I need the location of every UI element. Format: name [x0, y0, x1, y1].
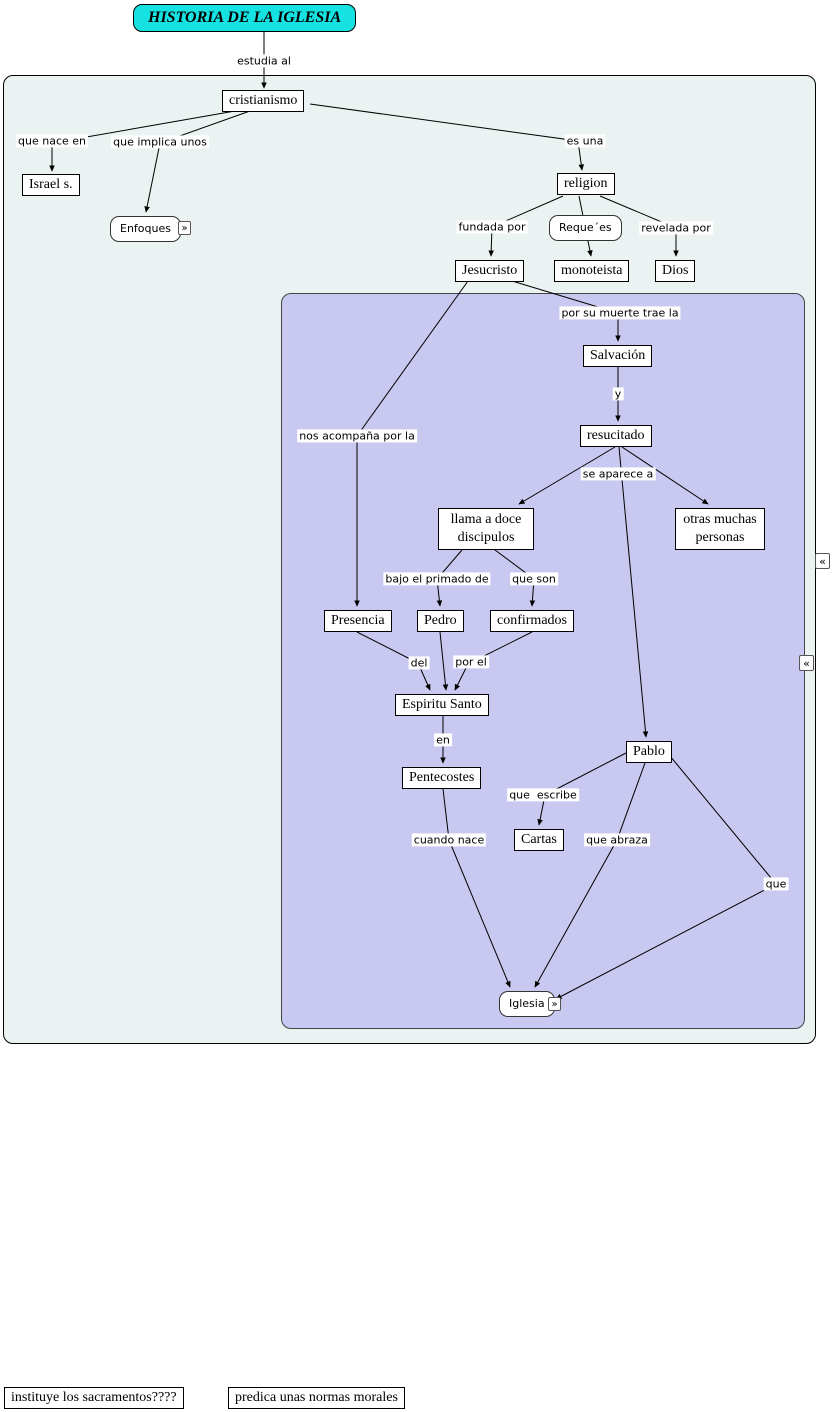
link-label-por-el: por el	[453, 655, 489, 669]
node-cristianismo[interactable]: cristianismo	[222, 90, 305, 113]
link-label-que-abraza: que abraza	[584, 833, 650, 847]
link-label-del: del	[408, 656, 430, 670]
link-label-por-su-muerte: por su muerte trae la	[559, 306, 681, 320]
node-israel[interactable]: Israel s.	[22, 174, 80, 197]
link-label-bajo-primado: bajo el primado de	[383, 572, 491, 586]
enfoques-expand-icon[interactable]: »	[178, 221, 191, 235]
outer-collapse-icon[interactable]: «	[815, 553, 830, 569]
link-label-nos-acompana: nos acompaña por la	[297, 429, 417, 443]
node-resucitado[interactable]: resucitado	[580, 425, 652, 448]
node-enfoques[interactable]: Enfoques	[110, 216, 181, 243]
node-espiritu-santo[interactable]: Espiritu Santo	[395, 694, 489, 717]
link-label-que-nace-en: que nace en	[16, 134, 88, 148]
link-label-que-son: que son	[510, 572, 558, 586]
node-llama-doce-discipulos[interactable]: llama a doce discipulos	[438, 508, 534, 551]
link-label-estudia-al: estudia al	[235, 54, 293, 68]
node-reque-es[interactable]: Reque´es	[549, 215, 622, 242]
node-jesucristo[interactable]: Jesucristo	[455, 260, 525, 283]
link-label-cuando-nace: cuando nace	[411, 833, 487, 847]
link-label-que-implica-unos: que implica unos	[111, 135, 209, 149]
node-pentecostes[interactable]: Pentecostes	[402, 767, 482, 790]
node-predica-normas[interactable]: predica unas normas morales	[228, 1387, 405, 1410]
node-dios[interactable]: Dios	[655, 260, 696, 283]
node-iglesia[interactable]: Iglesia	[499, 991, 555, 1018]
node-salvacion[interactable]: Salvación	[583, 345, 653, 368]
node-presencia[interactable]: Presencia	[324, 610, 392, 633]
node-cartas[interactable]: Cartas	[514, 829, 564, 852]
link-label-se-aparece-a: se aparece a	[580, 467, 656, 481]
node-pablo[interactable]: Pablo	[626, 741, 672, 764]
link-label-y: y	[612, 387, 624, 401]
link-label-que-escribe: que escribe	[507, 788, 579, 802]
node-otras-muchas-personas[interactable]: otras muchas personas	[675, 508, 765, 551]
map-title[interactable]: HISTORIA DE LA IGLESIA	[133, 4, 357, 32]
iglesia-expand-icon[interactable]: »	[548, 997, 561, 1011]
node-religion[interactable]: religion	[557, 173, 615, 196]
link-label-que: que	[763, 877, 789, 891]
concept-map-purple-region	[281, 293, 805, 1029]
link-label-fundada-por: fundada por	[456, 220, 528, 234]
purple-collapse-icon[interactable]: «	[799, 655, 814, 671]
link-label-en: en	[434, 733, 452, 747]
node-confirmados[interactable]: confirmados	[490, 610, 574, 633]
node-instituye-sacramentos[interactable]: instituye los sacramentos????	[4, 1387, 184, 1410]
link-label-es-una: es una	[564, 134, 606, 148]
node-monoteista[interactable]: monoteista	[554, 260, 630, 283]
node-pedro[interactable]: Pedro	[417, 610, 464, 633]
link-label-revelada-por: revelada por	[639, 221, 713, 235]
